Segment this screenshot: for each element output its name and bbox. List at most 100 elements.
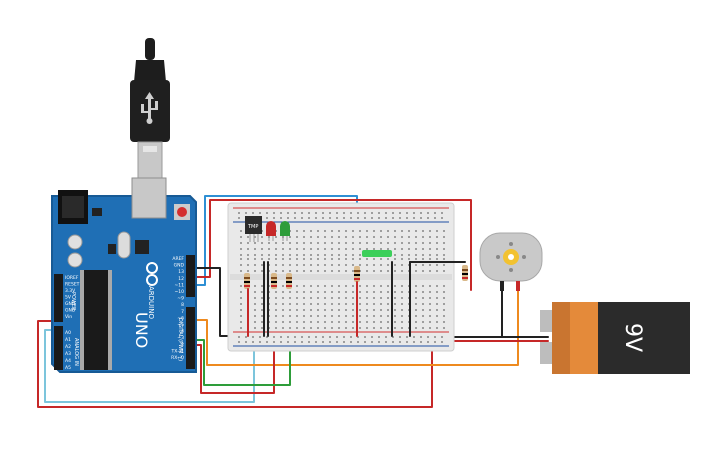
breadboard-hole[interactable] <box>394 248 396 250</box>
breadboard-hole[interactable] <box>429 309 431 311</box>
breadboard-hole[interactable] <box>415 264 417 266</box>
breadboard-hole[interactable] <box>289 242 291 244</box>
breadboard-hole[interactable] <box>345 264 347 266</box>
breadboard-hole[interactable] <box>345 236 347 238</box>
breadboard-hole[interactable] <box>338 230 340 232</box>
breadboard-hole[interactable] <box>303 303 305 305</box>
breadboard-hole[interactable] <box>443 236 445 238</box>
breadboard-hole[interactable] <box>429 236 431 238</box>
breadboard-hole[interactable] <box>394 303 396 305</box>
breadboard-hole[interactable] <box>261 258 263 260</box>
breadboard-hole[interactable] <box>310 309 312 311</box>
breadboard-hole[interactable] <box>366 230 368 232</box>
usb-cable[interactable] <box>130 38 170 179</box>
breadboard-hole[interactable] <box>303 315 305 317</box>
breadboard-hole[interactable] <box>406 217 408 219</box>
breadboard-hole[interactable] <box>422 230 424 232</box>
breadboard-hole[interactable] <box>415 258 417 260</box>
breadboard-hole[interactable] <box>247 264 249 266</box>
breadboard-hole[interactable] <box>282 264 284 266</box>
breadboard-hole[interactable] <box>317 327 319 329</box>
breadboard-hole[interactable] <box>429 321 431 323</box>
breadboard-hole[interactable] <box>385 336 387 338</box>
breadboard-hole[interactable] <box>394 297 396 299</box>
breadboard-hole[interactable] <box>378 341 380 343</box>
breadboard-hole[interactable] <box>352 242 354 244</box>
breadboard-hole[interactable] <box>359 327 361 329</box>
breadboard-hole[interactable] <box>282 258 284 260</box>
breadboard-hole[interactable] <box>303 242 305 244</box>
breadboard-hole[interactable] <box>415 242 417 244</box>
breadboard-hole[interactable] <box>329 212 331 214</box>
breadboard-hole[interactable] <box>429 254 431 256</box>
breadboard-hole[interactable] <box>287 217 289 219</box>
breadboard-hole[interactable] <box>338 303 340 305</box>
breadboard-hole[interactable] <box>427 341 429 343</box>
breadboard-hole[interactable] <box>406 341 408 343</box>
breadboard-hole[interactable] <box>338 327 340 329</box>
breadboard-hole[interactable] <box>415 291 417 293</box>
green-module[interactable] <box>362 250 392 257</box>
breadboard-hole[interactable] <box>352 309 354 311</box>
breadboard-hole[interactable] <box>401 236 403 238</box>
breadboard-hole[interactable] <box>331 248 333 250</box>
breadboard-hole[interactable] <box>429 285 431 287</box>
breadboard-hole[interactable] <box>434 341 436 343</box>
breadboard-hole[interactable] <box>415 321 417 323</box>
breadboard-hole[interactable] <box>394 258 396 260</box>
breadboard-hole[interactable] <box>289 327 291 329</box>
breadboard-hole[interactable] <box>289 270 291 272</box>
breadboard-hole[interactable] <box>287 212 289 214</box>
breadboard-hole[interactable] <box>415 303 417 305</box>
breadboard-hole[interactable] <box>429 327 431 329</box>
breadboard-hole[interactable] <box>268 254 270 256</box>
breadboard-hole[interactable] <box>308 341 310 343</box>
breadboard-hole[interactable] <box>280 336 282 338</box>
breadboard-hole[interactable] <box>331 285 333 287</box>
breadboard-hole[interactable] <box>422 270 424 272</box>
breadboard-hole[interactable] <box>373 230 375 232</box>
breadboard-hole[interactable] <box>275 309 277 311</box>
breadboard-hole[interactable] <box>443 303 445 305</box>
breadboard-hole[interactable] <box>366 321 368 323</box>
breadboard-hole[interactable] <box>422 315 424 317</box>
breadboard-hole[interactable] <box>380 303 382 305</box>
breadboard-hole[interactable] <box>394 264 396 266</box>
breadboard-hole[interactable] <box>254 309 256 311</box>
breadboard-hole[interactable] <box>436 285 438 287</box>
breadboard-hole[interactable] <box>429 248 431 250</box>
breadboard-hole[interactable] <box>331 309 333 311</box>
breadboard-hole[interactable] <box>322 212 324 214</box>
header-power[interactable] <box>54 274 63 322</box>
breadboard-hole[interactable] <box>359 236 361 238</box>
breadboard-hole[interactable] <box>343 212 345 214</box>
breadboard-hole[interactable] <box>422 297 424 299</box>
breadboard-hole[interactable] <box>296 309 298 311</box>
breadboard-hole[interactable] <box>282 327 284 329</box>
breadboard-hole[interactable] <box>247 236 249 238</box>
breadboard-hole[interactable] <box>266 341 268 343</box>
breadboard-hole[interactable] <box>359 309 361 311</box>
breadboard-hole[interactable] <box>352 327 354 329</box>
breadboard-hole[interactable] <box>352 315 354 317</box>
breadboard-hole[interactable] <box>268 242 270 244</box>
breadboard-hole[interactable] <box>294 341 296 343</box>
breadboard-hole[interactable] <box>238 212 240 214</box>
breadboard-hole[interactable] <box>303 327 305 329</box>
breadboard-hole[interactable] <box>254 264 256 266</box>
breadboard-hole[interactable] <box>303 309 305 311</box>
breadboard-hole[interactable] <box>296 327 298 329</box>
breadboard-hole[interactable] <box>261 248 263 250</box>
breadboard-hole[interactable] <box>317 230 319 232</box>
breadboard-hole[interactable] <box>289 264 291 266</box>
breadboard-hole[interactable] <box>296 270 298 272</box>
breadboard-hole[interactable] <box>387 236 389 238</box>
breadboard-hole[interactable] <box>240 321 242 323</box>
breadboard-hole[interactable] <box>408 258 410 260</box>
breadboard-hole[interactable] <box>266 336 268 338</box>
breadboard-hole[interactable] <box>401 291 403 293</box>
breadboard-hole[interactable] <box>436 230 438 232</box>
breadboard-hole[interactable] <box>345 303 347 305</box>
breadboard-hole[interactable] <box>331 236 333 238</box>
temperature-sensor[interactable]: TMP <box>245 216 262 242</box>
